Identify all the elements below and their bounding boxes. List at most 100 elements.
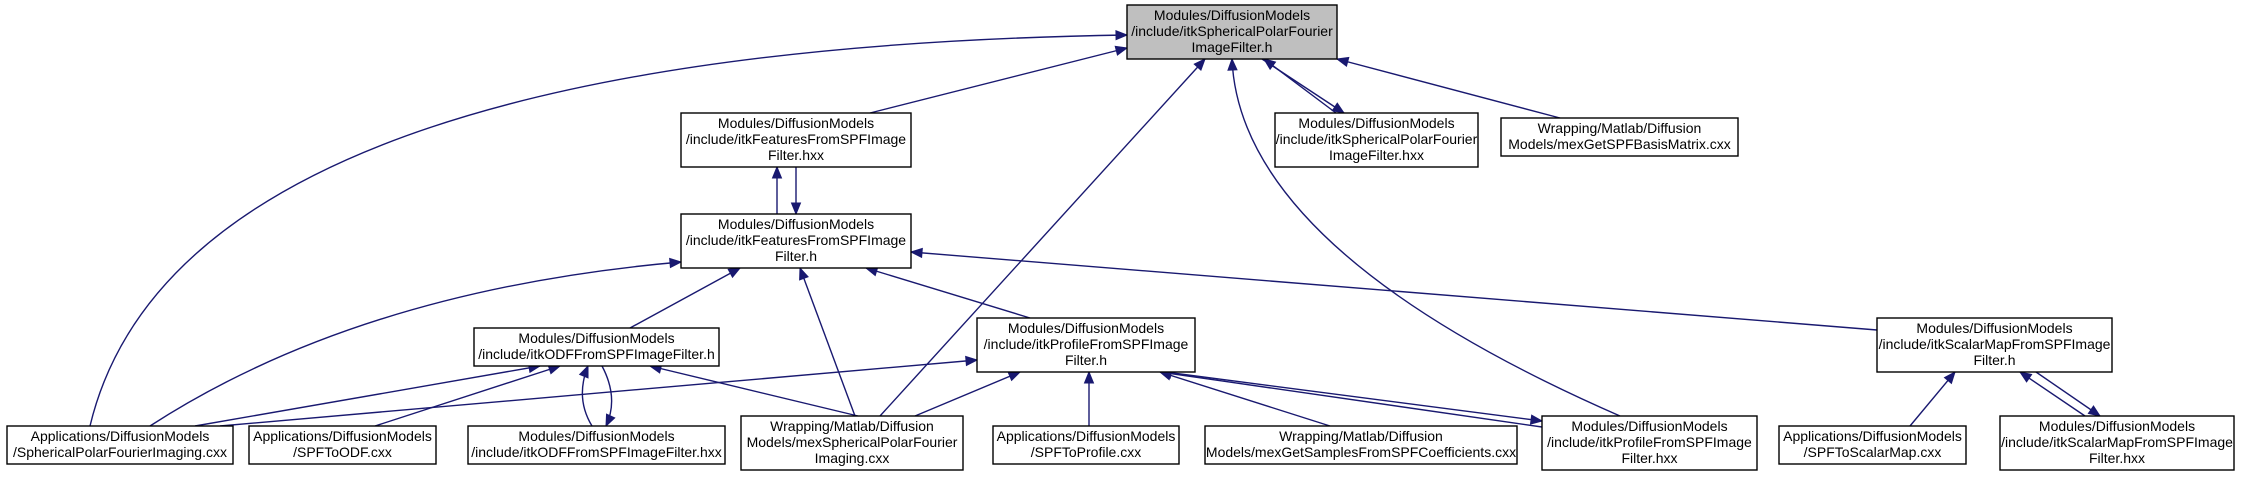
node-box[interactable] (1541, 415, 1758, 471)
edge-line (2035, 371, 2101, 417)
node-box[interactable] (1274, 112, 1479, 168)
node-label-line: /SPFToProfile.cxx (1031, 444, 1141, 460)
node-label-line: /SPFToODF.cxx (293, 444, 392, 460)
edge-line (865, 267, 1031, 319)
node-n13[interactable]: Wrapping/Matlab/DiffusionModels/mexGetSa… (1204, 425, 1518, 465)
node-label-line: /include/itkODFFromSPFImageFilter.hxx (471, 444, 722, 460)
node-box[interactable] (1500, 117, 1739, 157)
focus-node-box[interactable] (1126, 4, 1338, 60)
edge-n5-to-n4 (629, 267, 742, 329)
node-label-line: Applications/DiffusionModels (997, 428, 1176, 444)
edge-n10-to-n5 (578, 364, 593, 427)
node-label-line: Models/mexGetSPFBasisMatrix.cxx (1508, 136, 1731, 152)
edge-n11-to-n4 (799, 266, 856, 417)
node-n3[interactable]: Wrapping/Matlab/DiffusionModels/mexGetSP… (1500, 117, 1739, 157)
node-label-line: Filter.h (1065, 352, 1107, 368)
node-n6[interactable]: Modules/DiffusionModels/include/itkProfi… (976, 317, 1196, 373)
edge-n11-to-n0 (879, 58, 1206, 417)
node-box[interactable] (1876, 317, 2113, 373)
edge-line (1164, 371, 1543, 422)
arrowhead (1115, 29, 1129, 41)
edge-n6-to-n4 (864, 266, 1031, 319)
node-label-line: Filter.hxx (768, 147, 824, 163)
node-label-line: Models/mexGetSamplesFromSPFCoefficients.… (1206, 444, 1516, 460)
node-label-line: Wrapping/Matlab/Diffusion (1279, 428, 1443, 444)
edge-line (1159, 371, 1331, 427)
edge-n8-to-n0 (89, 29, 1129, 427)
edge-n1-to-n4 (790, 167, 802, 216)
arrowhead (727, 267, 742, 279)
arrowhead (2087, 405, 2102, 417)
node-label-line: Modules/DiffusionModels (518, 428, 674, 444)
node-box[interactable] (976, 317, 1196, 373)
node-label-line: Modules/DiffusionModels (1154, 7, 1310, 23)
node-n5[interactable]: Modules/DiffusionModels/include/itkODFFr… (473, 327, 720, 367)
node-box[interactable] (992, 425, 1180, 465)
edge-n1-to-n0 (869, 45, 1129, 114)
edge-line (879, 58, 1206, 417)
arrowhead (1193, 58, 1206, 72)
node-n9[interactable]: Applications/DiffusionModels/SPFToODF.cx… (248, 425, 437, 465)
edge-n13-to-n6 (1158, 370, 1331, 427)
edge-line (374, 365, 561, 427)
edge-line (649, 365, 859, 417)
nodes-layer: Modules/DiffusionModels/include/itkSpher… (6, 4, 2235, 471)
edge-line (1159, 371, 1543, 428)
node-box[interactable] (1204, 425, 1518, 465)
arrowhead (771, 165, 783, 179)
node-n11[interactable]: Wrapping/Matlab/DiffusionModels/mexSpher… (740, 415, 964, 471)
node-n4[interactable]: Modules/DiffusionModels/include/itkFeatu… (680, 213, 912, 269)
node-box[interactable] (680, 213, 912, 269)
edge-n11-to-n5 (648, 363, 859, 417)
edge-line (89, 34, 1128, 427)
edge-n0-to-n2 (1261, 58, 1346, 114)
node-box[interactable] (473, 327, 720, 367)
node-n1[interactable]: Modules/DiffusionModels/include/itkFeatu… (680, 112, 912, 168)
node-label-line: Wrapping/Matlab/Diffusion (1538, 120, 1702, 136)
arrowhead (605, 413, 616, 428)
node-label-line: /include/itkSphericalPolarFourier (1131, 23, 1333, 39)
arrowhead (909, 247, 923, 259)
node-n0[interactable]: Modules/DiffusionModels/include/itkSpher… (1126, 4, 1338, 60)
arrowhead (1083, 370, 1095, 384)
edge-line (219, 359, 978, 427)
edge-line (1261, 58, 1345, 114)
arrowhead (2018, 371, 2033, 383)
edge-n9-to-n5 (374, 364, 562, 427)
node-label-line: /include/itkScalarMapFromSPFImage (1879, 336, 2111, 352)
arrowhead (790, 202, 802, 216)
node-label-line: Imaging.cxx (815, 450, 890, 466)
edge-n7-to-n4 (909, 247, 1878, 331)
node-n12[interactable]: Applications/DiffusionModels/SPFToProfil… (992, 425, 1180, 465)
arrowhead (1335, 56, 1350, 68)
node-n10[interactable]: Modules/DiffusionModels/include/itkODFFr… (467, 425, 726, 465)
node-n7[interactable]: Modules/DiffusionModels/include/itkScala… (1876, 317, 2113, 373)
node-n2[interactable]: Modules/DiffusionModels/include/itkSpher… (1274, 112, 1479, 168)
node-n16[interactable]: Modules/DiffusionModels/include/itkScala… (1999, 415, 2235, 471)
node-box[interactable] (740, 415, 964, 471)
edge-n14-to-n0 (1227, 57, 1621, 417)
edge-n7-to-n16 (2035, 371, 2102, 417)
node-n8[interactable]: Applications/DiffusionModels/SphericalPo… (6, 425, 234, 465)
node-label-line: /SphericalPolarFourierImaging.cxx (13, 444, 227, 460)
node-label-line: /include/itkODFFromSPFImageFilter.h (478, 346, 715, 362)
edge-n5-to-n10 (601, 365, 616, 428)
node-box[interactable] (680, 112, 912, 168)
node-label-line: /include/itkFeaturesFromSPFImage (686, 131, 906, 147)
node-box[interactable] (467, 425, 726, 465)
node-box[interactable] (248, 425, 437, 465)
node-label-line: ImageFilter.hxx (1329, 147, 1424, 163)
node-box[interactable] (6, 425, 234, 465)
node-label-line: Modules/DiffusionModels (718, 115, 874, 131)
node-box[interactable] (1999, 415, 2235, 471)
edge-n8-to-n6 (219, 355, 979, 427)
node-n14[interactable]: Modules/DiffusionModels/include/itkProfi… (1541, 415, 1758, 471)
node-label-line: Modules/DiffusionModels (1298, 115, 1454, 131)
node-n15[interactable]: Applications/DiffusionModels/SPFToScalar… (1778, 425, 1967, 465)
node-box[interactable] (1778, 425, 1967, 465)
node-label-line: Modules/DiffusionModels (1008, 320, 1164, 336)
edge-line (1336, 58, 1561, 119)
edges-layer (89, 29, 2102, 428)
node-label-line: Modules/DiffusionModels (1571, 418, 1727, 434)
